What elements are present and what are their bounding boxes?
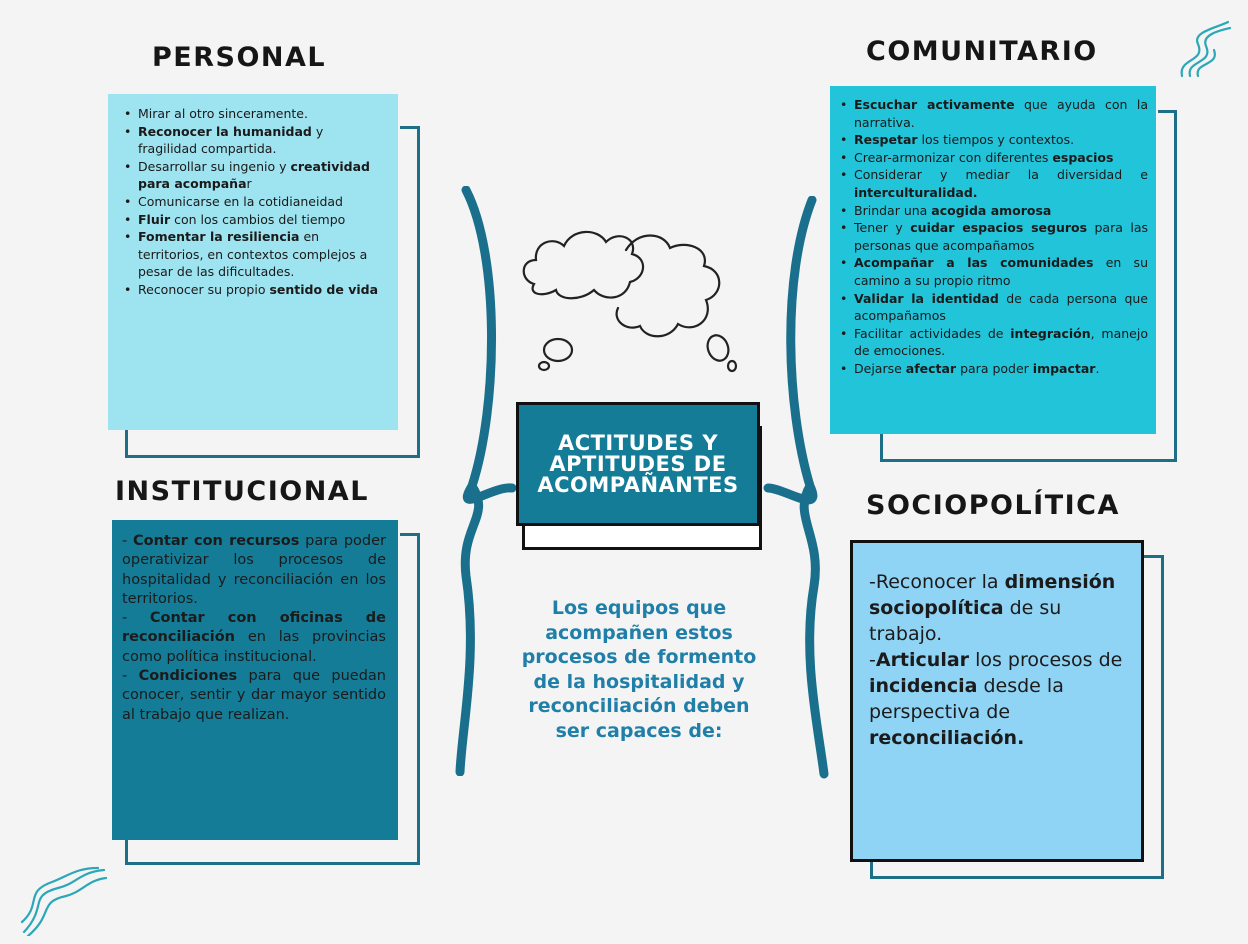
text: Desarrollar su ingenio y bbox=[138, 158, 291, 174]
title-box: ACTITUDES Y APTITUDES DE ACOMPAÑANTES bbox=[516, 402, 760, 526]
bold-text: acogida amorosa bbox=[931, 202, 1052, 218]
bold-text: Acompañar a las comunidades bbox=[854, 255, 1094, 271]
personal-item: Reconocer su propio sentido de vida bbox=[118, 281, 384, 299]
bold-text: afectar bbox=[905, 360, 957, 376]
text: en las provincias como política instituc… bbox=[122, 629, 386, 665]
comunitario-item: Considerar y mediar la diversidad e inte… bbox=[834, 166, 1148, 201]
comunitario-item: Validar la identidad de cada persona que… bbox=[834, 290, 1148, 325]
text: . bbox=[1095, 360, 1100, 376]
bold-text: impactar bbox=[1032, 360, 1096, 376]
institucional-item: - Condiciones para que puedan conocer, s… bbox=[122, 667, 386, 725]
sociopolitica-item: -Articular los procesos de incidencia de… bbox=[869, 647, 1131, 751]
parenthesis-bracket-icon bbox=[763, 196, 829, 779]
text: Dejarse bbox=[854, 360, 906, 376]
text: Tener y bbox=[854, 220, 911, 236]
sociopolitica-item: -Reconocer la dimensión sociopolítica de… bbox=[869, 569, 1131, 647]
bold-text: Validar la identidad bbox=[854, 290, 999, 306]
institucional-item: - Contar con recursos para poder operati… bbox=[122, 532, 386, 609]
bold-text: sentido de vida bbox=[269, 281, 379, 297]
bold-text: reconciliación. bbox=[869, 727, 1025, 749]
bold-text: Respetar bbox=[854, 132, 918, 148]
title-line-1: ACTITUDES Y bbox=[557, 430, 719, 455]
text: los tiempos y contextos. bbox=[917, 132, 1075, 148]
bold-text: incidencia bbox=[869, 675, 978, 697]
comunitario-card: Escuchar activamente que ayuda con la na… bbox=[830, 86, 1156, 434]
text: y fragilidad compartida. bbox=[138, 123, 324, 157]
wave-decoration-icon bbox=[1180, 20, 1232, 78]
wave-decoration-icon bbox=[20, 866, 108, 936]
personal-item: Mirar al otro sinceramente. bbox=[118, 105, 384, 123]
text: Mirar al otro sinceramente. bbox=[138, 106, 308, 121]
bold-text: Fluir bbox=[138, 211, 171, 227]
bold-text: Contar con recursos bbox=[133, 533, 300, 549]
personal-item: Desarrollar su ingenio y creatividad par… bbox=[118, 158, 384, 193]
comunitario-item: Facilitar actividades de integración, ma… bbox=[834, 325, 1148, 360]
bold-text: Reconocer la humanidad bbox=[138, 123, 312, 139]
institucional-heading: INSTITUCIONAL bbox=[115, 476, 369, 507]
intro-text: Los equipos que acompañen estos procesos… bbox=[521, 597, 757, 742]
bold-text: Escuchar activamente bbox=[854, 97, 1015, 112]
bold-text: creatividad para acompaña bbox=[138, 158, 370, 192]
bold-text: espacios bbox=[1052, 149, 1114, 165]
text: para poder bbox=[956, 360, 1033, 376]
comunitario-heading: COMUNITARIO bbox=[866, 36, 1098, 67]
bold-text: dimensión sociopolítica bbox=[869, 571, 1116, 619]
personal-item: Reconocer la humanidad y fragilidad comp… bbox=[118, 123, 384, 158]
institucional-card: - Contar con recursos para poder operati… bbox=[112, 520, 398, 840]
comunitario-item: Escuchar activamente que ayuda con la na… bbox=[834, 96, 1148, 131]
personal-item: Fomentar la resiliencia en territorios, … bbox=[118, 228, 384, 281]
thought-cloud-icon bbox=[522, 230, 738, 373]
text: -Reconocer la bbox=[869, 571, 1005, 593]
bold-text: Condiciones bbox=[138, 668, 238, 685]
text: con los cambios del tiempo bbox=[170, 211, 346, 227]
text: Considerar y mediar la diversidad e bbox=[854, 167, 1148, 183]
title-line-3: ACOMPAÑANTES bbox=[537, 472, 739, 497]
personal-card: Mirar al otro sinceramente. Reconocer la … bbox=[108, 94, 398, 430]
bold-text: Contar con oficinas de reconciliación bbox=[122, 610, 386, 646]
institucional-item: - Contar con oficinas de reconciliación … bbox=[122, 609, 386, 667]
text: Crear-armonizar con diferentes bbox=[854, 149, 1053, 165]
personal-heading: PERSONAL bbox=[152, 42, 327, 73]
sociopolitica-card: -Reconocer la dimensión sociopolítica de… bbox=[850, 540, 1144, 862]
text: para las personas que acompañamos bbox=[854, 220, 1148, 253]
text: Comunicarse en la cotidianeidad bbox=[138, 193, 343, 209]
text: en su camino a su propio ritmo bbox=[854, 255, 1148, 288]
comunitario-item: Acompañar a las comunidades en su camino… bbox=[834, 254, 1148, 289]
bold-text: Fomentar la resiliencia bbox=[138, 229, 300, 245]
comunitario-item: Respetar los tiempos y contextos. bbox=[834, 131, 1148, 149]
personal-item: Fluir con los cambios del tiempo bbox=[118, 211, 384, 229]
bold-text: integración bbox=[1010, 325, 1091, 341]
comunitario-item: Tener y cuidar espacios seguros para las… bbox=[834, 219, 1148, 254]
bold-text: Articular bbox=[875, 649, 970, 671]
text: de su trabajo. bbox=[869, 597, 1062, 645]
text: que ayuda con la narrativa. bbox=[854, 97, 1149, 130]
text: , manejo de emociones. bbox=[854, 325, 1148, 359]
text: de cada persona que acompañamos bbox=[854, 290, 1148, 324]
parenthesis-bracket-icon bbox=[455, 186, 517, 776]
text: - bbox=[122, 533, 133, 549]
comunitario-item: Brindar una acogida amorosa bbox=[834, 202, 1148, 220]
text: Reconocer su propio bbox=[138, 281, 270, 297]
bold-text: interculturalidad. bbox=[854, 184, 978, 200]
text: los procesos de bbox=[969, 649, 1123, 671]
comunitario-item: Dejarse afectar para poder impactar. bbox=[834, 360, 1148, 378]
personal-list: Mirar al otro sinceramente. Reconocer la … bbox=[118, 105, 384, 299]
text: r bbox=[246, 176, 252, 192]
text: Brindar una bbox=[854, 202, 932, 218]
personal-item: Comunicarse en la cotidianeidad bbox=[118, 193, 384, 211]
text: para que puedan conocer, sentir y dar ma… bbox=[122, 668, 386, 723]
comunitario-list: Escuchar activamente que ayuda con la na… bbox=[834, 96, 1148, 378]
text: en territorios, en contextos complejos a… bbox=[138, 229, 368, 280]
text: para poder operativizar los procesos de … bbox=[122, 533, 386, 607]
text: - bbox=[869, 649, 876, 671]
bold-text: cuidar espacios seguros bbox=[910, 220, 1088, 236]
text: - bbox=[122, 610, 150, 627]
sociopolitica-heading: SOCIOPOLÍTICA bbox=[866, 490, 1120, 521]
text: desde la perspectiva de bbox=[869, 675, 1064, 723]
title-line-2: APTITUDES DE bbox=[549, 451, 727, 476]
text: - bbox=[122, 668, 139, 685]
text: Facilitar actividades de bbox=[854, 325, 1011, 341]
comunitario-item: Crear-armonizar con diferentes espacios bbox=[834, 149, 1148, 167]
